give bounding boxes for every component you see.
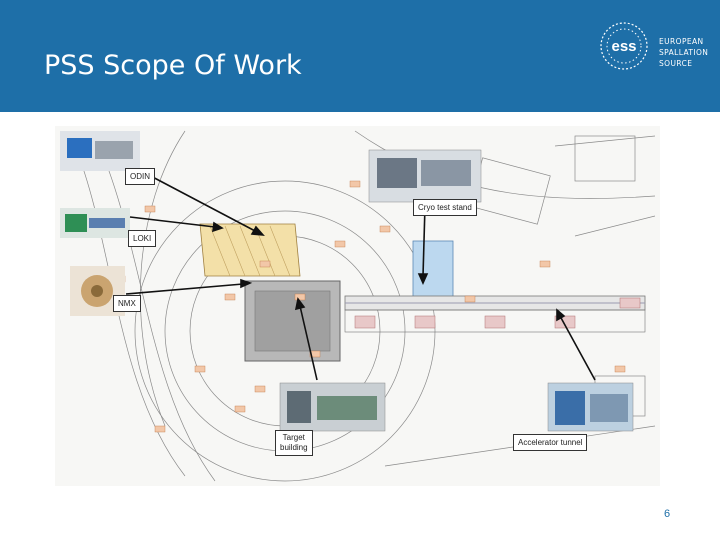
arrow-head: [294, 297, 306, 311]
callout-arrows: [125, 172, 596, 381]
slide-title: PSS Scope Of Work: [44, 50, 302, 81]
arrow-head: [417, 273, 429, 285]
logo-line: SPALLATION: [659, 48, 709, 57]
target-building-label: Target building: [275, 430, 313, 456]
arrow-head: [212, 221, 224, 233]
header-bar: PSS Scope Of Work ess EUROPEAN SPALLATIO…: [0, 0, 720, 112]
arrow-cryo: [422, 205, 426, 277]
ess-logo: ess EUROPEAN SPALLATION SOURCE: [598, 18, 708, 78]
arrow-odin: [144, 172, 258, 233]
cryo-test-stand-label: Cryo test stand: [413, 199, 477, 216]
logo-line: SOURCE: [659, 59, 693, 68]
accelerator-thumbnail: [547, 382, 634, 432]
loki-thumbnail: [60, 208, 130, 238]
arrow-nmx: [125, 283, 244, 295]
target-thumbnail: [279, 382, 386, 432]
site-plan-image: [55, 126, 660, 486]
target-label-line: Target: [282, 433, 305, 442]
ess-logo-mark: ess: [600, 22, 648, 70]
arrow-head: [556, 308, 566, 322]
page-number: 6: [664, 508, 671, 520]
accelerator-tunnel-label: Accelerator tunnel: [513, 434, 588, 451]
arrow-head: [240, 278, 253, 289]
nmx-label: NMX: [113, 295, 141, 312]
logo-mark-text: ess: [611, 38, 636, 55]
loki-label: LOKI: [128, 230, 157, 247]
cryo-thumbnail: [368, 149, 482, 203]
target-label-line: building: [280, 443, 308, 452]
odin-label: ODIN: [125, 168, 155, 185]
arrow-target: [299, 305, 318, 381]
logo-line: EUROPEAN: [659, 37, 704, 46]
arrow-head: [250, 225, 265, 236]
odin-thumbnail: [60, 131, 140, 171]
logo-wordmark: EUROPEAN SPALLATION SOURCE: [659, 36, 708, 69]
arrow-loki: [129, 216, 216, 228]
arrow-accelerator: [559, 315, 596, 381]
